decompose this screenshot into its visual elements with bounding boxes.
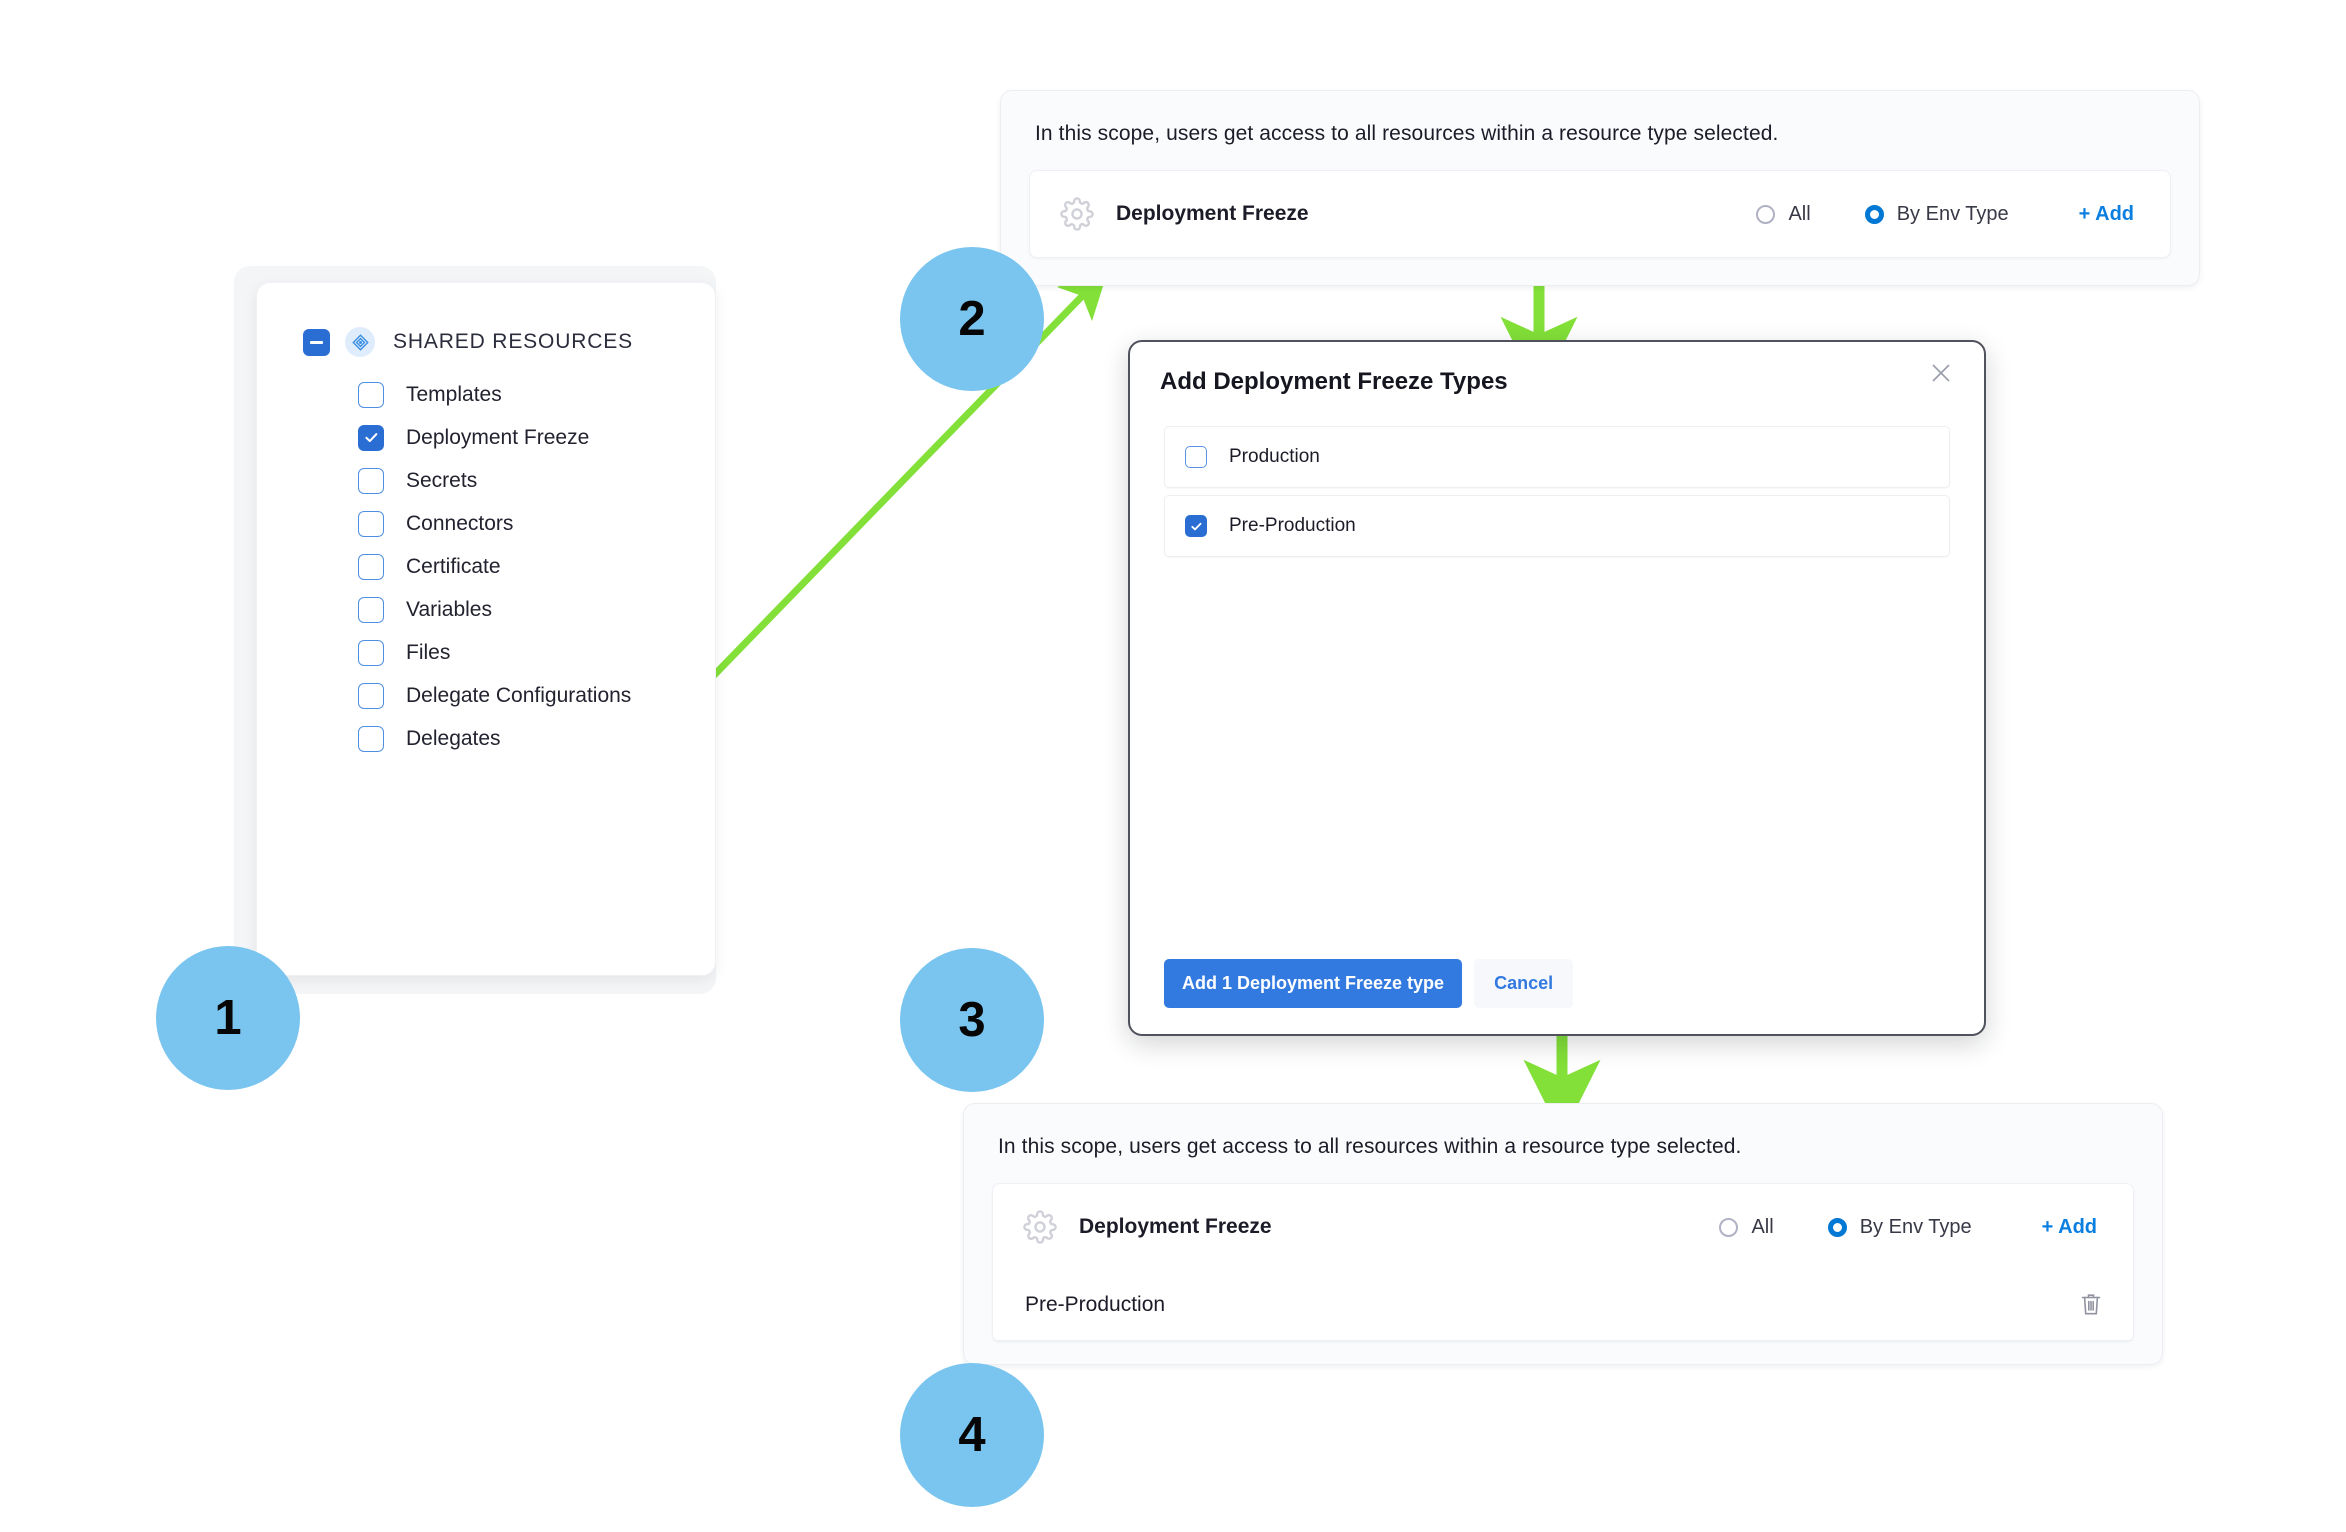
modal-footer: Add 1 Deployment Freeze type Cancel bbox=[1164, 959, 1574, 1008]
add-types-button[interactable]: Add 1 Deployment Freeze type bbox=[1164, 959, 1463, 1008]
scope-resource-name-after: Deployment Freeze bbox=[1079, 1215, 1272, 1239]
step-badge-4-number: 4 bbox=[958, 1408, 986, 1462]
modal-option-checkbox[interactable] bbox=[1185, 446, 1207, 468]
shared-resources-diamond-icon bbox=[345, 327, 375, 357]
radio-all-mark-after[interactable] bbox=[1719, 1217, 1739, 1237]
scope-resource-card-after: Deployment Freeze All By Env Type + Add … bbox=[992, 1183, 2134, 1343]
modal-option-row[interactable]: Production bbox=[1164, 426, 1950, 488]
step-badge-2-number: 2 bbox=[958, 292, 986, 346]
radio-all-label-after: All bbox=[1751, 1215, 1774, 1238]
selected-item-row: Pre-Production bbox=[993, 1270, 2133, 1342]
radio-option-by-env-type[interactable]: By Env Type bbox=[1864, 202, 2009, 226]
resource-type-checkbox[interactable] bbox=[358, 381, 384, 408]
radio-by-env-type-mark[interactable] bbox=[1864, 204, 1884, 224]
scope-resource-card: Deployment Freeze All By Env Type + Add bbox=[1029, 170, 2171, 259]
resource-type-label: Secrets bbox=[406, 468, 478, 492]
shared-resources-header[interactable]: SHARED RESOURCES bbox=[257, 283, 715, 357]
resource-type-label: Templates bbox=[406, 382, 502, 406]
close-icon[interactable] bbox=[1924, 356, 1958, 390]
resource-type-item[interactable]: Certificate bbox=[257, 545, 715, 588]
resource-type-label: Connectors bbox=[406, 511, 514, 535]
resource-type-label: Delegate Configurations bbox=[406, 683, 632, 707]
resource-type-checkbox[interactable] bbox=[358, 682, 384, 709]
scope-resource-name: Deployment Freeze bbox=[1116, 202, 1309, 226]
resource-type-checkbox[interactable] bbox=[358, 639, 384, 666]
step-badge-2: 2 bbox=[900, 247, 1044, 391]
resource-type-item[interactable]: Variables bbox=[257, 588, 715, 631]
resource-type-label: Variables bbox=[406, 597, 492, 621]
resource-type-label: Deployment Freeze bbox=[406, 425, 590, 449]
gear-icon bbox=[1060, 197, 1094, 232]
cancel-button[interactable]: Cancel bbox=[1474, 959, 1574, 1008]
scope-mode-radio-group: All By Env Type bbox=[1756, 202, 2009, 226]
selected-item-label: Pre-Production bbox=[1025, 1293, 1166, 1317]
resource-type-checkbox[interactable] bbox=[358, 467, 384, 494]
radio-option-all-after[interactable]: All bbox=[1719, 1215, 1774, 1239]
modal-title: Add Deployment Freeze Types bbox=[1160, 368, 1508, 395]
resource-type-item[interactable]: Files bbox=[257, 631, 715, 674]
add-button-after[interactable]: + Add bbox=[2041, 1215, 2097, 1238]
step-badge-1-number: 1 bbox=[214, 991, 242, 1045]
scope-mode-radio-group-after: All By Env Type bbox=[1719, 1215, 1972, 1239]
radio-all-mark[interactable] bbox=[1756, 204, 1776, 224]
step-badge-4: 4 bbox=[900, 1363, 1044, 1507]
step-badge-3-number: 3 bbox=[958, 993, 986, 1047]
minus-square-icon[interactable] bbox=[303, 328, 330, 356]
modal-option-checkbox[interactable] bbox=[1185, 515, 1207, 537]
resource-type-label: Delegates bbox=[406, 726, 501, 750]
resource-type-item[interactable]: Delegate Configurations bbox=[257, 674, 715, 717]
radio-by-env-type-mark-after[interactable] bbox=[1827, 1217, 1847, 1237]
resource-type-label: Certificate bbox=[406, 554, 501, 578]
scope-panel-after: In this scope, users get access to all r… bbox=[963, 1103, 2163, 1365]
scope-panel-before: In this scope, users get access to all r… bbox=[1000, 90, 2200, 286]
resource-type-checkbox[interactable] bbox=[358, 424, 384, 451]
step-badge-1: 1 bbox=[156, 946, 300, 1090]
resource-type-item[interactable]: Deployment Freeze bbox=[257, 416, 715, 459]
radio-by-env-type-label-after: By Env Type bbox=[1859, 1215, 1972, 1238]
selected-items-list: Pre-Production bbox=[993, 1270, 2133, 1342]
radio-option-all[interactable]: All bbox=[1756, 202, 1811, 226]
add-button[interactable]: + Add bbox=[2078, 202, 2134, 225]
resource-type-checkbox[interactable] bbox=[358, 510, 384, 537]
radio-option-by-env-type-after[interactable]: By Env Type bbox=[1827, 1215, 1972, 1239]
step-badge-3: 3 bbox=[900, 948, 1044, 1092]
resource-type-checkbox[interactable] bbox=[358, 596, 384, 623]
scope-resource-row-after: Deployment Freeze All By Env Type + Add bbox=[993, 1184, 2133, 1270]
shared-resources-title: SHARED RESOURCES bbox=[393, 330, 633, 353]
resource-type-checkbox[interactable] bbox=[358, 725, 384, 752]
resource-type-label: Files bbox=[406, 640, 451, 664]
resource-type-checkbox[interactable] bbox=[358, 553, 384, 580]
resource-type-item[interactable]: Templates bbox=[257, 373, 715, 416]
gear-icon bbox=[1023, 1210, 1057, 1245]
modal-option-label: Pre-Production bbox=[1229, 515, 1356, 536]
modal-option-row[interactable]: Pre-Production bbox=[1164, 495, 1950, 557]
radio-by-env-type-label: By Env Type bbox=[1896, 202, 2009, 225]
scope-resource-row: Deployment Freeze All By Env Type + Add bbox=[1030, 171, 2170, 257]
resource-type-item[interactable]: Secrets bbox=[257, 459, 715, 502]
resource-type-item[interactable]: Delegates bbox=[257, 717, 715, 760]
scope-hint-text-after: In this scope, users get access to all r… bbox=[998, 1135, 1742, 1158]
radio-all-label: All bbox=[1788, 202, 1811, 225]
scope-hint-text: In this scope, users get access to all r… bbox=[1035, 122, 1779, 145]
modal-option-label: Production bbox=[1229, 446, 1320, 467]
resource-type-item[interactable]: Connectors bbox=[257, 502, 715, 545]
trash-icon[interactable] bbox=[2079, 1292, 2103, 1318]
